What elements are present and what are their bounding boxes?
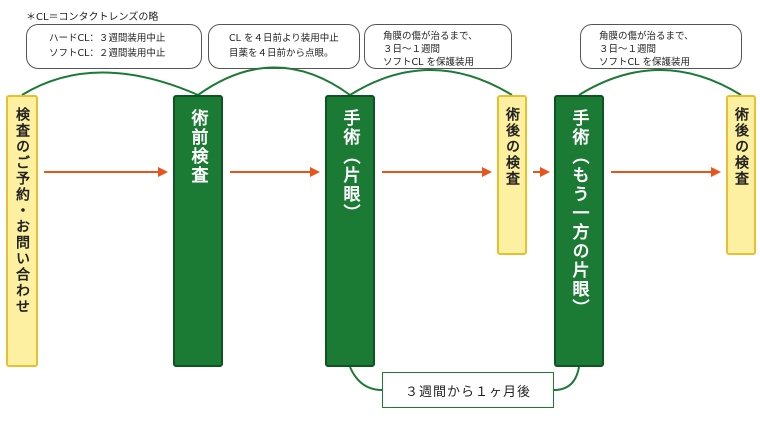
- step-label: 検査のご予約・お問い合わせ: [14, 107, 30, 315]
- bubble-line: ハードCL：３週間装用中止: [49, 33, 166, 44]
- arc-connector: [21, 71, 199, 96]
- note-bubble-recovery-1: 角膜の傷が治るまで、 ３日〜１週間 ソフトCL を保護装用: [364, 24, 512, 69]
- bubble-line: 角膜の傷が治るまで、: [383, 31, 478, 42]
- arc-connector: [349, 69, 513, 96]
- arc-connector: [197, 66, 351, 96]
- note-bubble-preop: CL を４日前より装用中止 目薬を４日前から点眼。: [208, 24, 360, 69]
- bubble-line: 目薬を４日前から点眼。: [229, 48, 334, 59]
- step-label: 術後の検査: [733, 107, 749, 187]
- bubble-line: ソフトCL を保護装用: [383, 57, 474, 68]
- interval-label: ３週間から１ヶ月後: [382, 372, 554, 408]
- step-postop-exam-2: 術後の検査: [726, 95, 756, 255]
- bubble-line: ３日〜１週間: [599, 44, 657, 55]
- step-surgery-one-eye: 手術（片眼）: [325, 95, 375, 367]
- bubble-line: 角膜の傷が治るまで、: [599, 31, 694, 42]
- bubble-line: ３日〜１週間: [383, 44, 441, 55]
- step-label: 手術（もう一方の片眼）: [568, 109, 589, 318]
- note-bubble-recovery-2: 角膜の傷が治るまで、 ３日〜１週間 ソフトCL を保護装用: [580, 24, 742, 69]
- step-surgery-other-eye: 手術（もう一方の片眼）: [554, 95, 604, 367]
- step-label: 術前検査: [187, 109, 208, 185]
- bubble-line: ソフトCL を保護装用: [599, 57, 690, 68]
- bubble-line: CL を４日前より装用中止: [229, 33, 339, 44]
- step-label: 手術（片眼）: [339, 109, 360, 223]
- period-bracket: [553, 366, 580, 391]
- step-preop-exam: 術前検査: [173, 95, 223, 367]
- arc-connector: [578, 69, 742, 96]
- step-postop-exam-1: 術後の検査: [497, 95, 527, 255]
- note-bubble-cl-stop: ハードCL：３週間装用中止 ソフトCL：２週間装用中止: [26, 24, 202, 69]
- step-label: 術後の検査: [504, 107, 520, 187]
- period-bracket: [349, 366, 383, 391]
- step-reservation: 検査のご予約・お問い合わせ: [6, 95, 38, 367]
- bubble-line: ソフトCL：２週間装用中止: [49, 48, 166, 59]
- abbreviation-note: ＊CL＝コンタクトレンズの略: [26, 12, 159, 23]
